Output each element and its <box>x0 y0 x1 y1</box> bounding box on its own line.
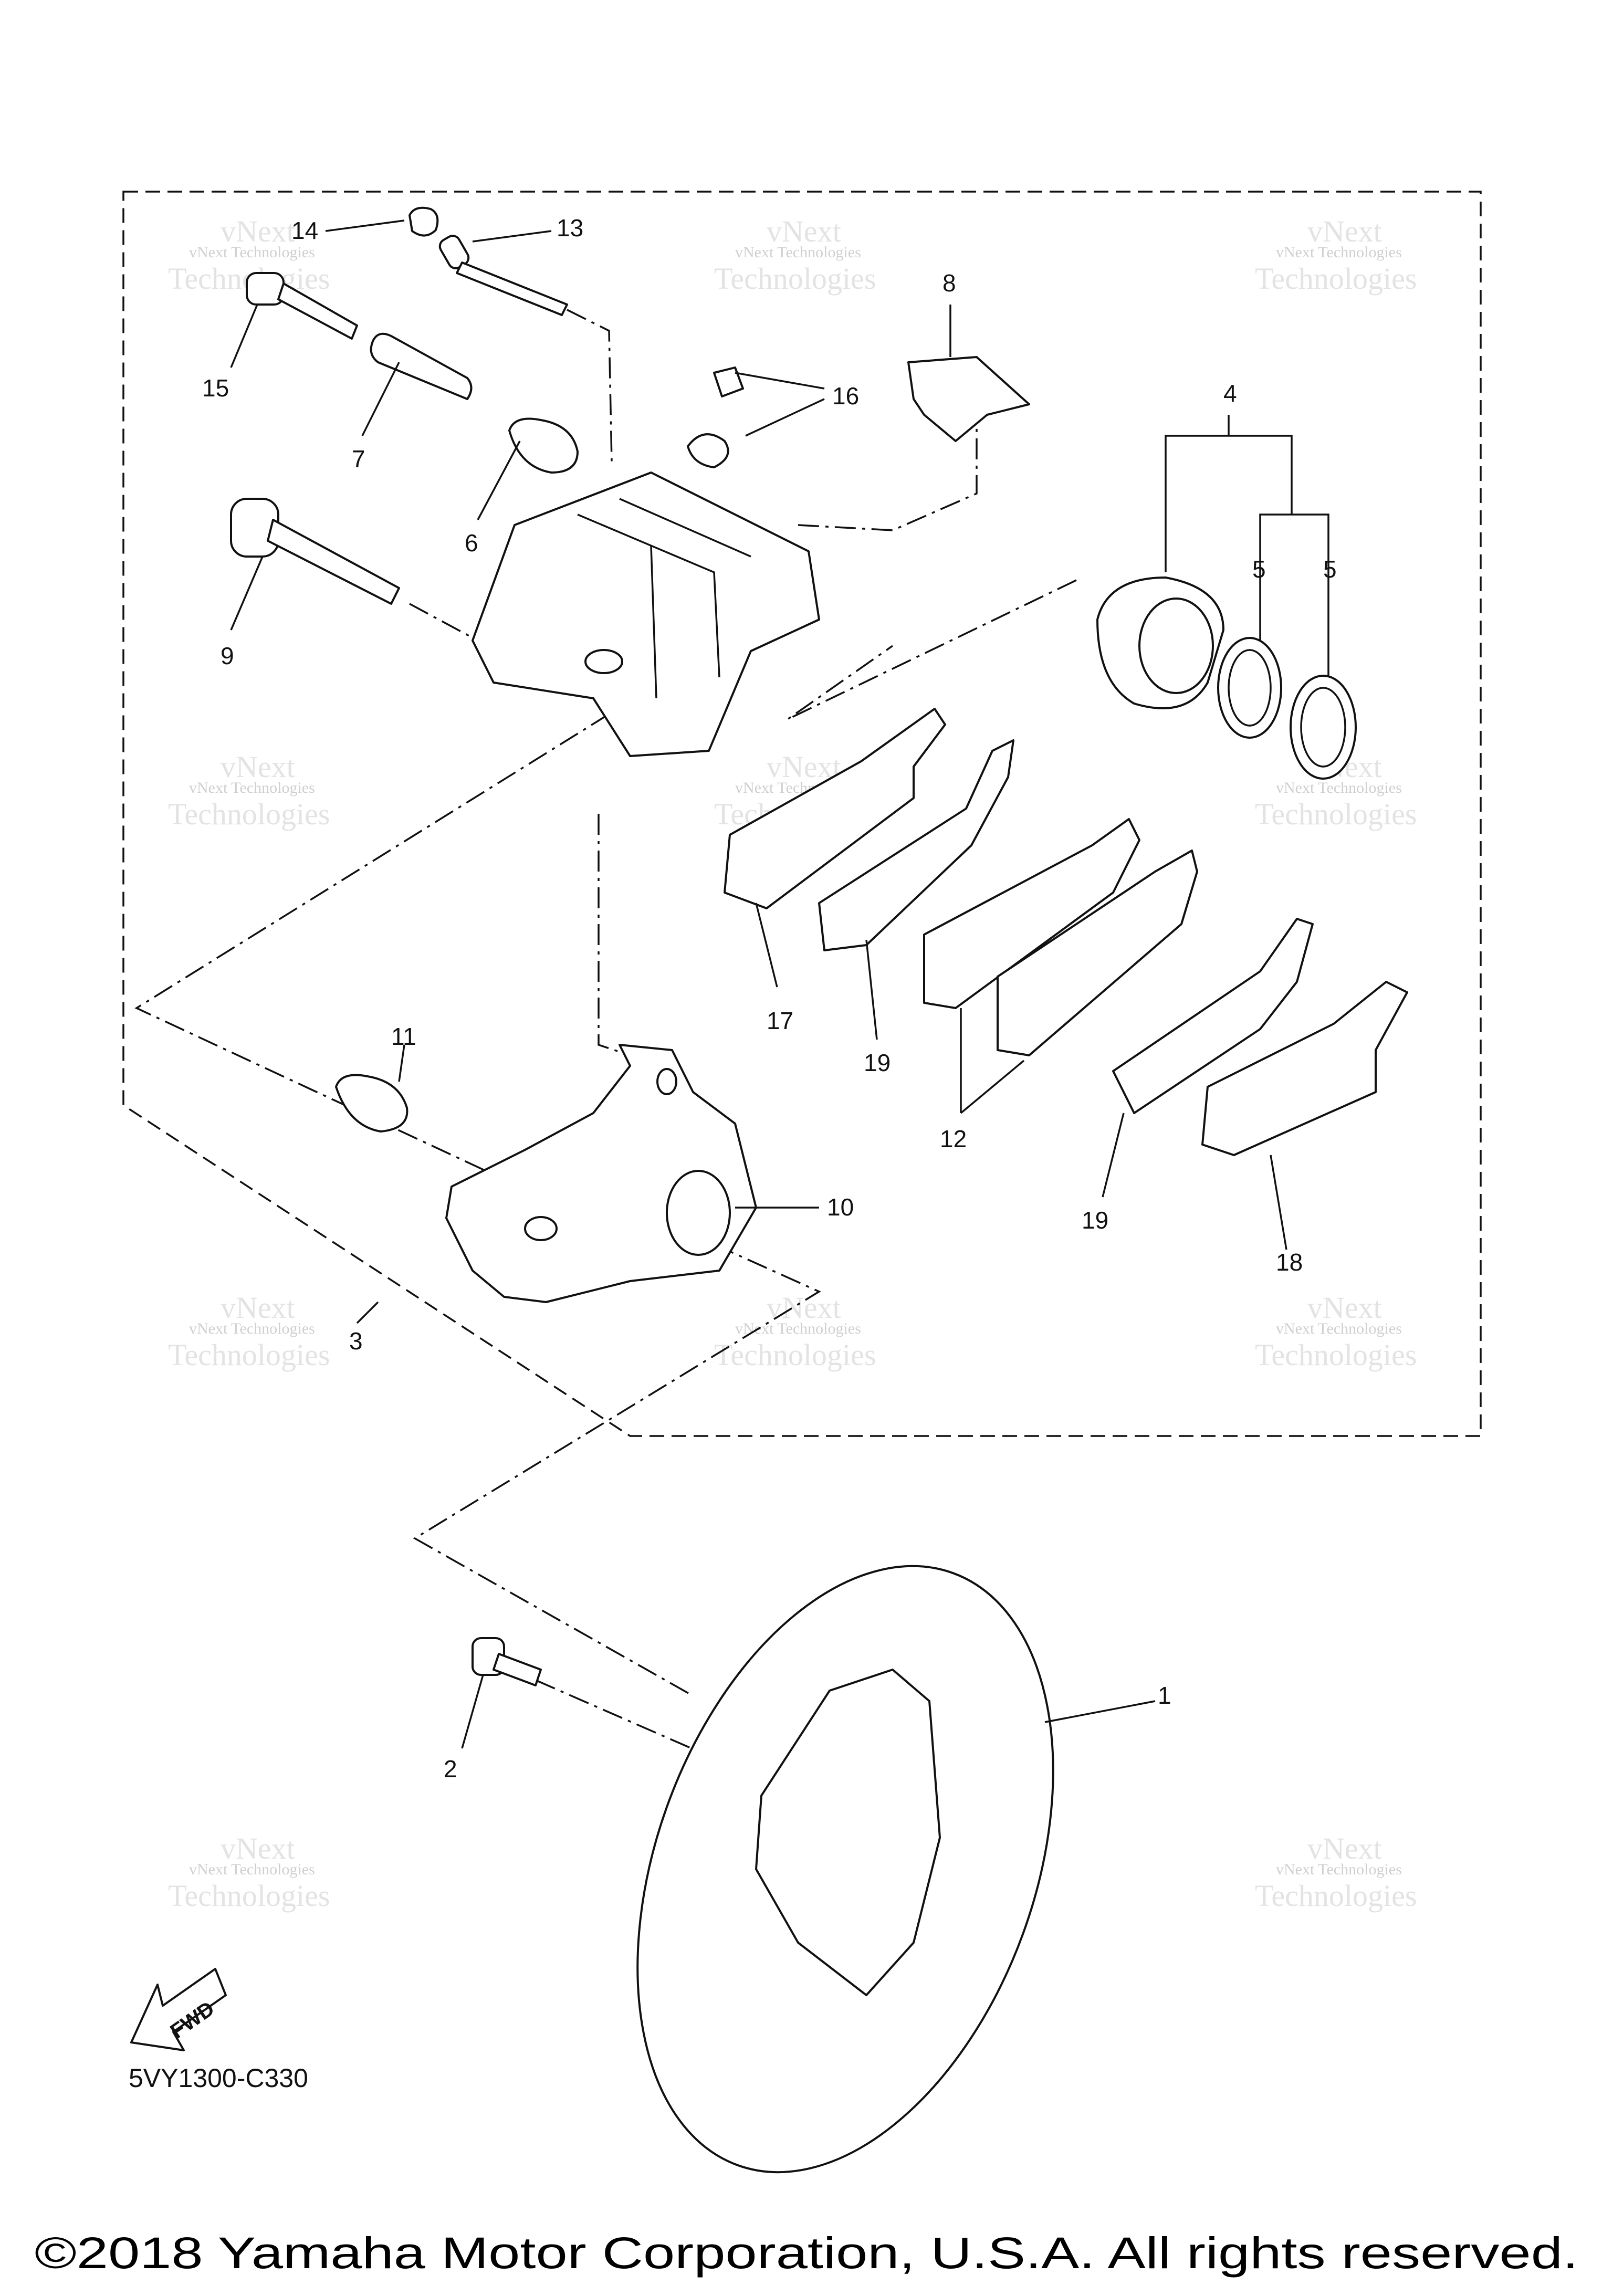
watermark-text: vNext Technologies <box>735 244 861 261</box>
seal-part-5 <box>1217 637 1282 739</box>
callout-7: 7 <box>352 445 365 473</box>
watermarks: vNext vNext Technologies Technologies vN… <box>168 214 1417 1913</box>
watermark-text: vNext Technologies <box>189 244 315 261</box>
watermark-text: vNext <box>221 1831 295 1865</box>
watermark-text: vNext <box>1307 1291 1382 1325</box>
boot-part-11 <box>335 1074 409 1133</box>
callout-9: 9 <box>221 642 234 669</box>
brake-pad-part-12 <box>923 818 1198 1056</box>
callout-19b: 19 <box>1082 1207 1108 1234</box>
callout-3: 3 <box>349 1327 363 1355</box>
fwd-arrow-icon: FWD <box>130 1968 227 2051</box>
bolt-part-15 <box>246 272 358 340</box>
pad-plate-part-19 <box>818 739 1014 951</box>
pad-plate-part-19 <box>1112 918 1314 1114</box>
callout-10: 10 <box>827 1193 854 1221</box>
callout-18: 18 <box>1276 1249 1303 1276</box>
callout-8: 8 <box>942 269 956 297</box>
callout-5a: 5 <box>1252 555 1266 583</box>
watermark: vNext vNext Technologies Technologies <box>714 214 876 296</box>
watermark: vNext vNext Technologies Technologies <box>1255 214 1417 296</box>
watermark-text: vNext Technologies <box>189 1861 315 1878</box>
watermark-text: vNext <box>767 750 841 784</box>
watermark: vNext vNext Technologies Technologies <box>1255 1291 1417 1372</box>
watermark: vNext vNext Technologies Technologies <box>714 1291 876 1372</box>
watermark-text: Technologies <box>714 1338 876 1372</box>
shim-part-18 <box>1201 981 1408 1156</box>
copyright-notice: ©2018 Yamaha Motor Corporation, U.S.A. A… <box>35 2228 1578 2278</box>
watermark-text: Technologies <box>168 1879 330 1913</box>
callout-4: 4 <box>1223 380 1237 407</box>
callout-15: 15 <box>202 374 229 402</box>
callout-11: 11 <box>391 1023 416 1050</box>
bolt-part-2 <box>472 1637 542 1686</box>
cap-part-14 <box>409 206 439 237</box>
watermark: vNext vNext Technologies Technologies <box>168 1831 330 1913</box>
piston-part-4 <box>1096 576 1224 709</box>
callout-19a: 19 <box>864 1049 891 1076</box>
watermark-text: vNext Technologies <box>189 779 315 796</box>
callout-6: 6 <box>465 529 478 557</box>
shim-part-17 <box>724 708 946 909</box>
callouts: 14 13 15 7 6 16 8 4 5 5 9 17 19 12 19 18… <box>202 214 1337 1783</box>
callout-13: 13 <box>557 214 583 242</box>
callout-14: 14 <box>291 217 318 244</box>
watermark: vNext vNext Technologies Technologies <box>168 1291 330 1372</box>
assembly-boundary <box>122 191 1482 1437</box>
brake-disc-part-1 <box>636 1565 1054 2174</box>
watermark-text: vNext Technologies <box>1276 779 1402 796</box>
seal-part-5 <box>1290 675 1357 780</box>
callout-1: 1 <box>1158 1682 1171 1709</box>
watermark-text: vNext Technologies <box>189 1320 315 1337</box>
watermark-text: vNext <box>767 1291 841 1325</box>
bleed-screw-part-16 <box>687 366 744 468</box>
watermark-text: Technologies <box>714 261 876 296</box>
watermark-text: vNext <box>1307 1831 1382 1865</box>
caliper-bracket-part-10 <box>445 1044 757 1303</box>
watermark-text: vNext <box>767 214 841 248</box>
watermark-text: vNext <box>221 750 295 784</box>
bracket-part-4 <box>1165 415 1293 572</box>
watermark: vNext vNext Technologies Technologies <box>168 750 330 831</box>
watermark-text: Technologies <box>1255 261 1417 296</box>
watermark: vNext vNext Technologies Technologies <box>168 214 330 296</box>
callout-17: 17 <box>767 1007 793 1034</box>
callout-2: 2 <box>444 1755 457 1783</box>
caliper-body <box>472 471 820 757</box>
watermark-text: Technologies <box>168 1338 330 1372</box>
callout-16: 16 <box>832 382 859 410</box>
bracket-part-5 <box>1259 513 1329 683</box>
bolt-part-9 <box>230 498 400 605</box>
clip-part-8 <box>907 356 1030 442</box>
leader-lines <box>134 309 1077 1755</box>
boot-part-6 <box>508 417 579 474</box>
watermark-text: vNext Technologies <box>1276 244 1402 261</box>
watermark-text: vNext Technologies <box>735 1320 861 1337</box>
watermark-text: Technologies <box>1255 1879 1417 1913</box>
watermark-text: vNext <box>221 1291 295 1325</box>
diagram-code: 5VY1300-C330 <box>129 2063 308 2093</box>
callout-leaders <box>230 219 1287 1749</box>
watermark-text: vNext <box>1307 214 1382 248</box>
watermark-text: Technologies <box>1255 797 1417 831</box>
watermark-text: vNext <box>221 214 295 248</box>
watermark: vNext vNext Technologies Technologies <box>1255 1831 1417 1913</box>
watermark-text: Technologies <box>168 797 330 831</box>
sleeve-part-7 <box>370 332 473 400</box>
watermark-text: vNext Technologies <box>1276 1861 1402 1878</box>
watermark-text: vNext Technologies <box>1276 1320 1402 1337</box>
watermark-text: Technologies <box>1255 1338 1417 1372</box>
pin-part-13 <box>438 235 568 316</box>
callout-5b: 5 <box>1323 555 1337 583</box>
callout-12: 12 <box>940 1125 967 1152</box>
